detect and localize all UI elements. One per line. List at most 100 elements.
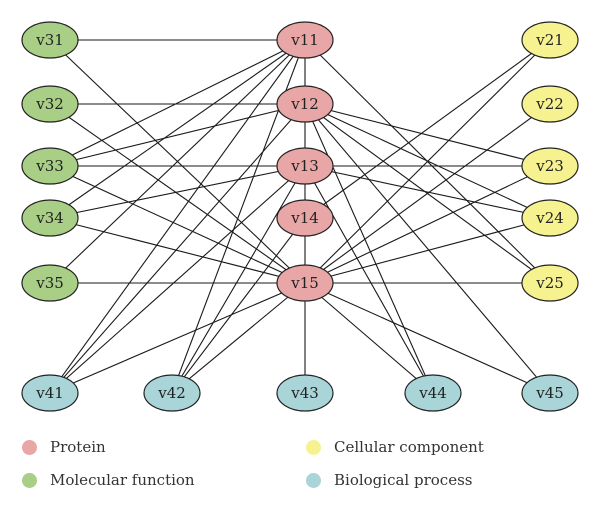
node-v12: v12: [276, 85, 334, 123]
node-label-v11: v11: [290, 31, 319, 49]
legend-swatch-cellular-component: [306, 439, 321, 455]
node-label-v12: v12: [290, 95, 319, 113]
legend-label-protein: Protein: [50, 438, 106, 456]
node-label-v14: v14: [290, 209, 319, 227]
edge-v15-v32: [49, 103, 306, 284]
edge-v15-v21: [304, 39, 551, 284]
edge-v15-v41: [49, 282, 306, 394]
node-v23: v23: [521, 147, 579, 185]
node-label-v21: v21: [535, 31, 564, 49]
edge-v13-v34: [49, 165, 306, 219]
node-shape-v35: [21, 264, 79, 302]
node-v31: v31: [21, 21, 79, 59]
node-label-v22: v22: [535, 95, 564, 113]
edge-v12-v33: [49, 103, 306, 167]
node-shape-v43: [276, 374, 334, 412]
node-label-v23: v23: [535, 157, 564, 175]
edge-v13-v24: [304, 165, 551, 219]
edge-v13-v44: [304, 165, 434, 394]
legend-swatch-protein: [22, 439, 37, 455]
edge-v15-v24: [304, 217, 551, 284]
edge-v15-v45: [304, 282, 551, 394]
node-label-v35: v35: [35, 274, 64, 292]
node-v14: v14: [276, 199, 334, 237]
node-label-v34: v34: [35, 209, 64, 227]
node-shape-v24: [521, 199, 579, 237]
node-shape-v12: [276, 85, 334, 123]
node-v25: v25: [521, 264, 579, 302]
legend-swatch-biological-process: [306, 472, 321, 488]
edge-v13-v42: [171, 165, 306, 394]
node-label-v41: v41: [35, 384, 64, 402]
edge-v15-v44: [304, 282, 434, 394]
node-shape-v31: [21, 21, 79, 59]
node-label-v32: v32: [35, 95, 64, 113]
edge-v12-v44: [304, 103, 434, 394]
node-shape-v25: [521, 264, 579, 302]
node-v43: v43: [276, 374, 334, 412]
node-v45: v45: [521, 374, 579, 412]
node-shape-v23: [521, 147, 579, 185]
node-v35: v35: [21, 264, 79, 302]
node-v24: v24: [521, 199, 579, 237]
node-label-v43: v43: [290, 384, 319, 402]
node-shape-v11: [276, 21, 334, 59]
legend-item-biological-process: Biological process: [306, 471, 472, 489]
node-v11: v11: [276, 21, 334, 59]
node-shape-v32: [21, 85, 79, 123]
edge-v15-v22: [304, 103, 551, 284]
node-shape-v33: [21, 147, 79, 185]
node-shape-v41: [21, 374, 79, 412]
node-label-v31: v31: [35, 31, 64, 49]
legend-label-biological-process: Biological process: [334, 471, 473, 489]
node-label-v45: v45: [535, 384, 564, 402]
edge-v11-v34: [49, 39, 306, 219]
node-v13: v13: [276, 147, 334, 185]
node-label-v42: v42: [157, 384, 186, 402]
node-shape-v14: [276, 199, 334, 237]
node-v41: v41: [21, 374, 79, 412]
node-v44: v44: [404, 374, 462, 412]
node-v33: v33: [21, 147, 79, 185]
node-shape-v42: [143, 374, 201, 412]
node-shape-v22: [521, 85, 579, 123]
edge-v12-v23: [304, 103, 551, 167]
node-v42: v42: [143, 374, 201, 412]
node-label-v44: v44: [418, 384, 447, 402]
node-v32: v32: [21, 85, 79, 123]
legend-label-molecular-function: Molecular function: [50, 471, 195, 489]
edge-v14-v21: [304, 39, 551, 219]
edge-v15-v33: [49, 165, 306, 284]
legend-swatch-molecular-function: [22, 472, 37, 488]
node-shape-v21: [521, 21, 579, 59]
edge-v11-v33: [49, 39, 306, 167]
node-layer: v31 v32 v33 v34 v35 v11 v12 v13 v14 v15 v21 v22 v23 v…: [21, 21, 579, 412]
edge-v15-v42: [171, 282, 306, 394]
node-shape-v15: [276, 264, 334, 302]
node-v15: v15: [276, 264, 334, 302]
legend-item-molecular-function: Molecular function: [22, 471, 195, 489]
legend-item-protein: Protein: [22, 438, 106, 456]
node-shape-v45: [521, 374, 579, 412]
node-v22: v22: [521, 85, 579, 123]
legend-label-cellular-component: Cellular component: [334, 438, 484, 456]
node-shape-v34: [21, 199, 79, 237]
edge-v15-v23: [304, 165, 551, 284]
node-v21: v21: [521, 21, 579, 59]
edge-v15-v34: [49, 217, 306, 284]
node-v34: v34: [21, 199, 79, 237]
legend-item-cellular-component: Cellular component: [306, 438, 484, 456]
node-shape-v13: [276, 147, 334, 185]
node-label-v13: v13: [290, 157, 319, 175]
node-label-v25: v25: [535, 274, 564, 292]
node-label-v33: v33: [35, 157, 64, 175]
edge-v12-v41: [49, 103, 306, 394]
edge-v11-v41: [49, 39, 306, 394]
node-label-v24: v24: [535, 209, 564, 227]
node-label-v15: v15: [290, 274, 319, 292]
node-shape-v44: [404, 374, 462, 412]
edge-v14-v42: [171, 217, 306, 394]
edge-v13-v41: [49, 165, 306, 394]
edge-v12-v45: [304, 103, 551, 394]
